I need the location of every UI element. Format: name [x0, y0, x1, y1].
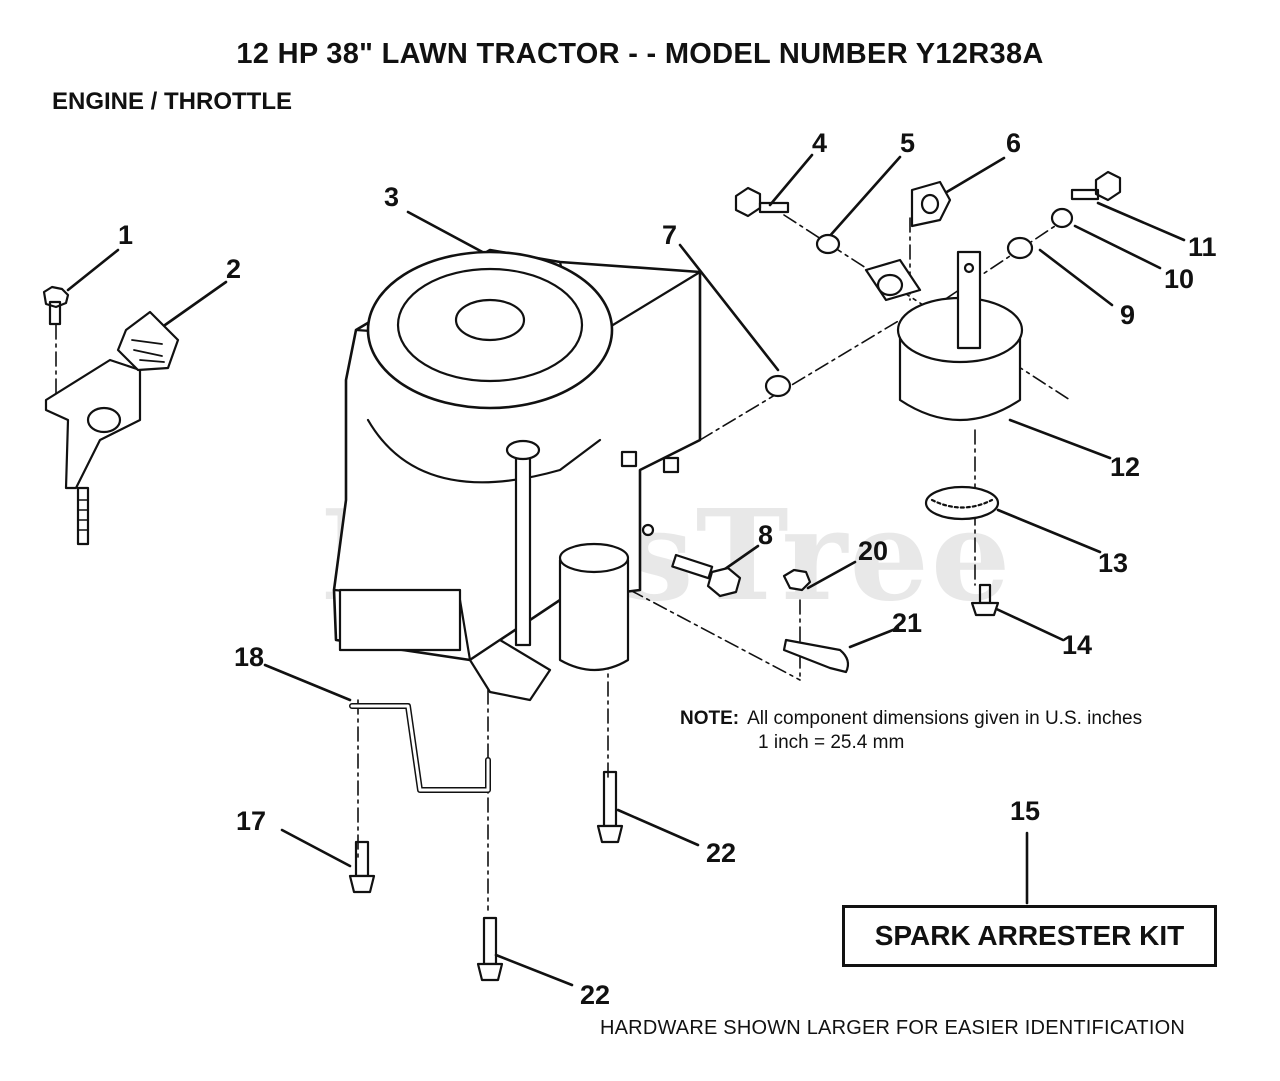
callout-10: 10 — [1164, 264, 1195, 294]
part-6-gasket — [864, 180, 952, 302]
note-line-1: All component dimensions given in U.S. i… — [747, 708, 1143, 729]
callout-2: 2 — [226, 254, 242, 284]
part-18-bracket — [349, 703, 491, 793]
callout-11: 11 — [1188, 232, 1217, 262]
callout-22-b: 22 — [580, 980, 611, 1010]
callout-9: 9 — [1120, 300, 1136, 330]
part-17-bolt — [348, 840, 376, 894]
callout-6: 6 — [1006, 128, 1022, 158]
callout-1: 1 — [118, 220, 134, 250]
callout-8: 8 — [758, 520, 774, 550]
part-9-washer — [1006, 236, 1034, 260]
part-10-washer — [1050, 207, 1074, 229]
callout-7: 7 — [662, 220, 678, 250]
callout-14: 14 — [1062, 630, 1093, 660]
callout-18: 18 — [234, 642, 265, 672]
part-7-nut — [764, 374, 792, 398]
spark-arrester-kit-box: SPARK ARRESTER KIT — [842, 905, 1217, 967]
callout-15: 15 — [1010, 796, 1041, 826]
callout-21: 21 — [892, 608, 923, 638]
section-title: ENGINE / THROTTLE — [52, 88, 292, 115]
part-2-throttle-control — [44, 310, 180, 546]
part-20-nut — [782, 568, 812, 592]
part-21-clamp — [782, 638, 850, 674]
spark-arrester-kit-label: SPARK ARRESTER KIT — [874, 920, 1185, 951]
part-22-bolt-b — [476, 916, 504, 982]
part-3-engine — [332, 248, 702, 702]
part-14-screw — [970, 583, 1000, 617]
callout-3: 3 — [384, 182, 400, 212]
note-label: NOTE: — [680, 708, 740, 729]
part-22-bolt-a — [596, 770, 624, 844]
part-13-screen — [924, 485, 1000, 521]
dimension-note: NOTE: All component dimensions given in U… — [680, 707, 1142, 755]
part-12-muffler — [896, 250, 1024, 422]
hardware-footnote: HARDWARE SHOWN LARGER FOR EASIER IDENTIF… — [600, 1017, 1185, 1039]
callout-17: 17 — [236, 806, 267, 836]
part-4-bolt — [734, 186, 790, 218]
note-line-2: 1 inch = 25.4 mm — [758, 732, 905, 753]
diagram-title: 12 HP 38" LAWN TRACTOR - - MODEL NUMBER … — [236, 38, 1044, 70]
callout-22-a: 22 — [706, 838, 737, 868]
callout-13: 13 — [1098, 548, 1129, 578]
callout-4: 4 — [812, 128, 828, 158]
part-11-bolt — [1070, 170, 1122, 202]
callout-5: 5 — [900, 128, 916, 158]
part-5-washer — [815, 233, 841, 255]
part-1-bolt — [42, 285, 70, 326]
callout-20: 20 — [858, 536, 889, 566]
callout-12: 12 — [1110, 452, 1141, 482]
part-8-bolt — [671, 553, 742, 598]
